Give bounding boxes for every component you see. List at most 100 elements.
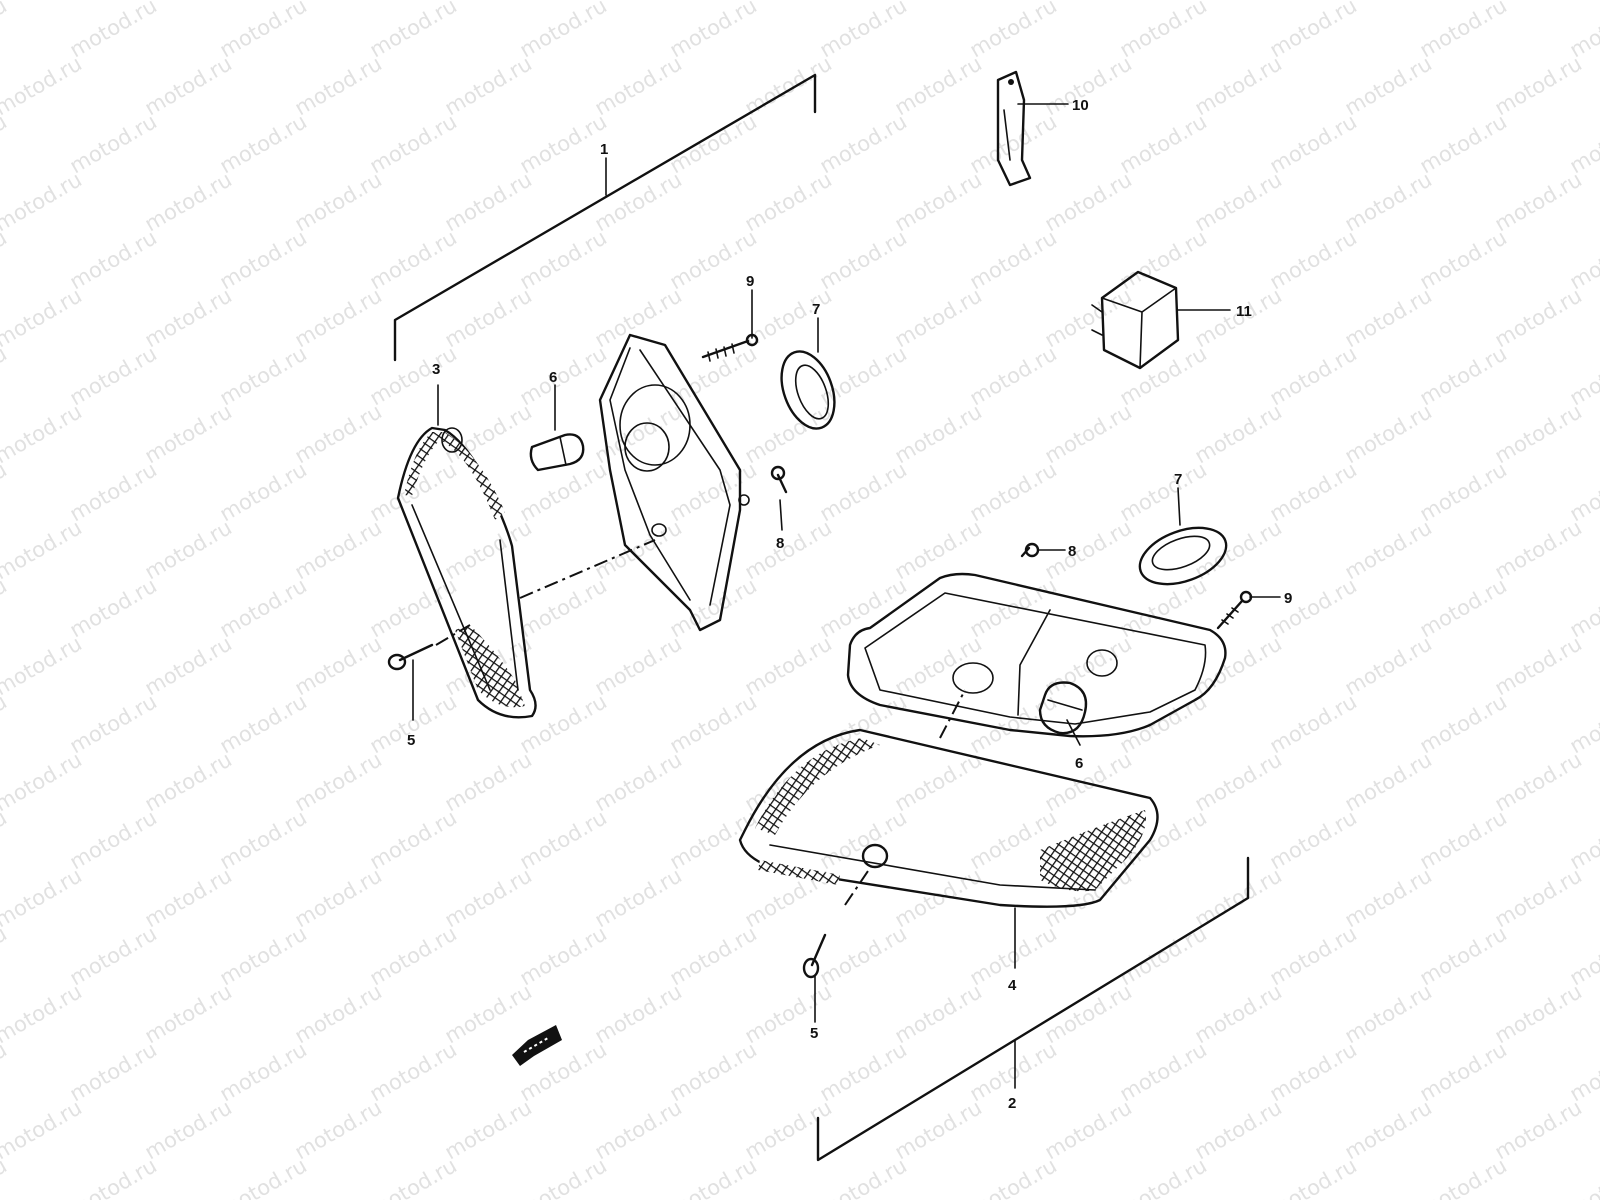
watermark-text: motod.ru [0, 341, 11, 410]
watermark-text: motod.ru [1191, 863, 1286, 932]
watermark-text: motod.ru [0, 167, 86, 236]
watermark-text: motod.ru [1266, 341, 1361, 410]
watermark-text: motod.ru [1341, 979, 1436, 1048]
callout-8-lower: 8 [1068, 543, 1076, 560]
watermark-text: motod.ru [1191, 399, 1286, 468]
watermark-text: motod.ru [516, 805, 611, 874]
watermark-text: motod.ru [216, 1153, 311, 1200]
watermark-text: motod.ru [816, 805, 911, 874]
watermark-text: motod.ru [291, 747, 386, 816]
watermark-text: motod.ru [516, 109, 611, 178]
watermark-text: motod.ru [366, 341, 461, 410]
watermark-text: motod.ru [591, 51, 686, 120]
watermark-text: motod.ru [366, 1037, 461, 1106]
watermark-text: motod.ru [1266, 1037, 1361, 1106]
watermark-text: motod.ru [141, 747, 236, 816]
watermark-text: motod.ru [141, 1095, 236, 1164]
watermark-text: motod.ru [216, 341, 311, 410]
callout-5-left: 5 [407, 732, 415, 749]
watermark-text: motod.ru [0, 863, 86, 932]
watermark-text: motod.ru [141, 863, 236, 932]
bulb-part-6-right [1038, 681, 1088, 735]
watermark-text: motod.ru [0, 921, 11, 990]
assembly-lines [435, 539, 966, 906]
watermark-text: motod.ru [0, 457, 11, 526]
watermark-text: motod.ru [0, 515, 86, 584]
watermark-text: motod.ru [741, 631, 836, 700]
grommet-part-7-lower [1138, 526, 1228, 586]
watermark-text: motod.ru [66, 689, 161, 758]
callout-10: 10 [1072, 97, 1089, 114]
watermark-text: motod.ru [891, 167, 986, 236]
watermark-text: motod.ru [216, 805, 311, 874]
callout-7-upper: 7 [812, 301, 820, 318]
watermark-text: motod.ru [1566, 1037, 1600, 1106]
watermark-text: motod.ru [1041, 631, 1136, 700]
watermark-text: motod.ru [1116, 1153, 1211, 1200]
watermark-text: motod.ru [366, 573, 461, 642]
watermark-text: motod.ru [66, 109, 161, 178]
watermark-text: motod.ru [1266, 0, 1361, 62]
watermark-text: motod.ru [1191, 747, 1286, 816]
watermark-text: motod.ru [1416, 1153, 1511, 1200]
watermark-text: motod.ru [1116, 109, 1211, 178]
watermark-text: motod.ru [891, 51, 986, 120]
watermark-text: motod.ru [741, 979, 836, 1048]
watermark-text: motod.ru [1341, 399, 1436, 468]
watermark-text: motod.ru [1266, 805, 1361, 874]
watermark-text: motod.ru [66, 805, 161, 874]
leader-lines [412, 103, 1281, 1089]
watermark-text: motod.ru [1416, 805, 1511, 874]
watermark-text: motod.ru [1191, 167, 1286, 236]
watermark-text: motod.ru [66, 341, 161, 410]
watermark-text: motod.ru [291, 515, 386, 584]
watermark-text: motod.ru [816, 341, 911, 410]
watermark-text: motod.ru [666, 0, 761, 62]
watermark-text: motod.ru [441, 399, 536, 468]
relay-part-11 [1091, 270, 1180, 370]
watermark-text: motod.ru [441, 979, 536, 1048]
watermark-text: motod.ru [1266, 457, 1361, 526]
watermark-text: motod.ru [666, 689, 761, 758]
watermark-text: motod.ru [1266, 225, 1361, 294]
lens-part-4 [738, 728, 1159, 908]
callout-5-right: 5 [810, 1025, 818, 1042]
watermark-text: motod.ru [141, 979, 236, 1048]
watermark-text: motod.ru [966, 457, 1061, 526]
callout-9-lower: 9 [1284, 590, 1292, 607]
watermark-text: motod.ru [66, 457, 161, 526]
watermark-text: motod.ru [1116, 921, 1211, 990]
watermark-text: motod.ru [291, 979, 386, 1048]
screw-part-8-upper [770, 465, 788, 494]
watermark-text: motod.ru [141, 167, 236, 236]
watermark-text: motod.ru [591, 979, 686, 1048]
watermark-text: motod.ru [516, 225, 611, 294]
watermark-text: motod.ru [0, 747, 86, 816]
watermark-text: motod.ru [1566, 805, 1600, 874]
watermark-text: motod.ru [1566, 109, 1600, 178]
watermark-text: motod.ru [591, 631, 686, 700]
watermark-text: motod.ru [1116, 0, 1211, 62]
watermark-text: motod.ru [1416, 0, 1511, 62]
watermark-text: motod.ru [1566, 921, 1600, 990]
watermark-text: motod.ru [1266, 689, 1361, 758]
watermark-text: motod.ru [1491, 747, 1586, 816]
watermark-text: motod.ru [216, 109, 311, 178]
watermark-text: motod.ru [666, 1153, 761, 1200]
watermark-text: motod.ru [516, 573, 611, 642]
watermark-text: motod.ru [1416, 225, 1511, 294]
watermark-text: motod.ru [966, 0, 1061, 62]
watermark-text: motod.ru [0, 1153, 11, 1200]
callout-2: 2 [1008, 1095, 1016, 1112]
watermark-text: motod.ru [0, 399, 86, 468]
watermark-text: motod.ru [216, 921, 311, 990]
watermark-text: motod.ru [1266, 921, 1361, 990]
watermark-text: motod.ru [591, 283, 686, 352]
watermark-text: motod.ru [366, 0, 461, 62]
watermark-text: motod.ru [1041, 1095, 1136, 1164]
watermark-text: motod.ru [1266, 1153, 1361, 1200]
watermark-text: motod.ru [741, 1095, 836, 1164]
watermark-text: motod.ru [1341, 283, 1436, 352]
watermark-text: motod.ru [666, 457, 761, 526]
watermark-text: motod.ru [1191, 51, 1286, 120]
